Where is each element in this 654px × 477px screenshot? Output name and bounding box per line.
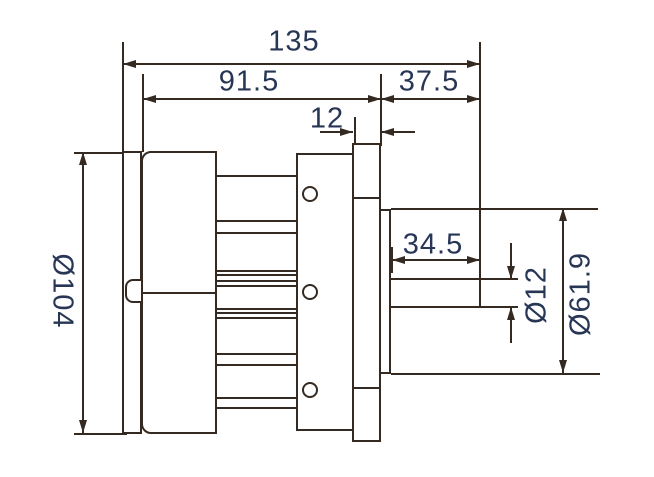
dim-label-overall-length: 135 — [268, 25, 320, 58]
gearbox-stack-line — [215, 232, 298, 234]
dim-label-body-diameter: Ø104 — [46, 253, 79, 329]
mounting-hole — [302, 284, 318, 300]
dim-label-pilot-diameter: Ø61.9 — [564, 252, 597, 336]
dim-label-shaft-length: 34.5 — [402, 228, 464, 261]
arrowhead-icon — [559, 360, 567, 373]
ext-line-overall-left — [122, 42, 124, 152]
arrowhead-icon — [467, 256, 480, 264]
output-shaft — [389, 278, 481, 308]
dim-line-shaft-length — [392, 259, 480, 261]
ext-line-shaft-top — [481, 278, 518, 280]
mounting-flange — [352, 143, 381, 442]
ext-line-pilot-bottom — [391, 373, 600, 375]
ext-line-shaft-bottom — [481, 306, 518, 308]
arrowhead-icon — [123, 60, 136, 68]
gearbox-stack-line — [215, 308, 298, 310]
arrowhead-icon — [507, 266, 515, 279]
dim-line-pilot-diameter — [562, 208, 564, 373]
arrowhead-icon — [340, 128, 353, 136]
dim-label-flange-thickness: 12 — [309, 102, 345, 135]
arrowhead-icon — [559, 208, 567, 221]
dim-line-body-diameter — [82, 152, 84, 433]
arrowhead-icon — [467, 60, 480, 68]
gearbox-stack-line — [215, 270, 298, 272]
gearbox-stack-line — [215, 220, 298, 222]
arrowhead-icon — [507, 307, 515, 320]
motor-center-line — [142, 292, 216, 294]
dim-line-shaft-diameter-bottom — [510, 307, 512, 343]
dim-label-shaft-diameter: Ø12 — [520, 266, 553, 324]
arrowhead-icon — [143, 95, 156, 103]
dim-line-shaft-diameter-top — [510, 243, 512, 279]
gearbox-stack — [215, 175, 298, 409]
arrowhead-icon — [467, 95, 480, 103]
flange-edge-line — [352, 197, 381, 199]
ext-line-shaft-end — [479, 42, 481, 279]
dim-line-flange-thickness-right — [381, 131, 415, 133]
rear-terminal-tab — [125, 279, 143, 303]
ext-line-body-top — [74, 152, 127, 154]
gearbox-stack-line — [215, 397, 298, 399]
ext-line-flange-front — [354, 117, 356, 146]
arrowhead-icon — [392, 256, 405, 264]
gearbox-stack-line — [215, 274, 298, 276]
arrowhead-icon — [381, 95, 394, 103]
flange-edge-line — [352, 387, 381, 389]
arrowhead-icon — [79, 152, 87, 165]
dim-line-front-length — [381, 98, 480, 100]
ext-line-pilot-top — [391, 208, 598, 210]
gearbox-stack-line — [215, 280, 298, 282]
dim-label-front-length: 37.5 — [398, 65, 460, 98]
arrowhead-icon — [381, 128, 394, 136]
ext-line-body-left — [142, 74, 144, 152]
gearbox-stack-line — [215, 312, 298, 314]
dim-line-body-length — [143, 98, 381, 100]
mounting-hole — [302, 186, 318, 202]
gearbox-stack-line — [215, 364, 298, 366]
arrowhead-icon — [368, 95, 381, 103]
ext-line-body-bottom — [74, 433, 127, 435]
arrowhead-icon — [79, 420, 87, 433]
dim-line-flange-thickness-left — [320, 131, 353, 133]
gearbox-stack-line — [215, 285, 298, 287]
dim-label-body-length: 91.5 — [218, 65, 280, 98]
gearbox-stack-line — [215, 317, 298, 319]
dim-line-overall-length — [123, 63, 480, 65]
mounting-hole — [302, 382, 318, 398]
ext-line-flange-rear — [380, 74, 382, 146]
gearbox-stack-line — [215, 353, 298, 355]
